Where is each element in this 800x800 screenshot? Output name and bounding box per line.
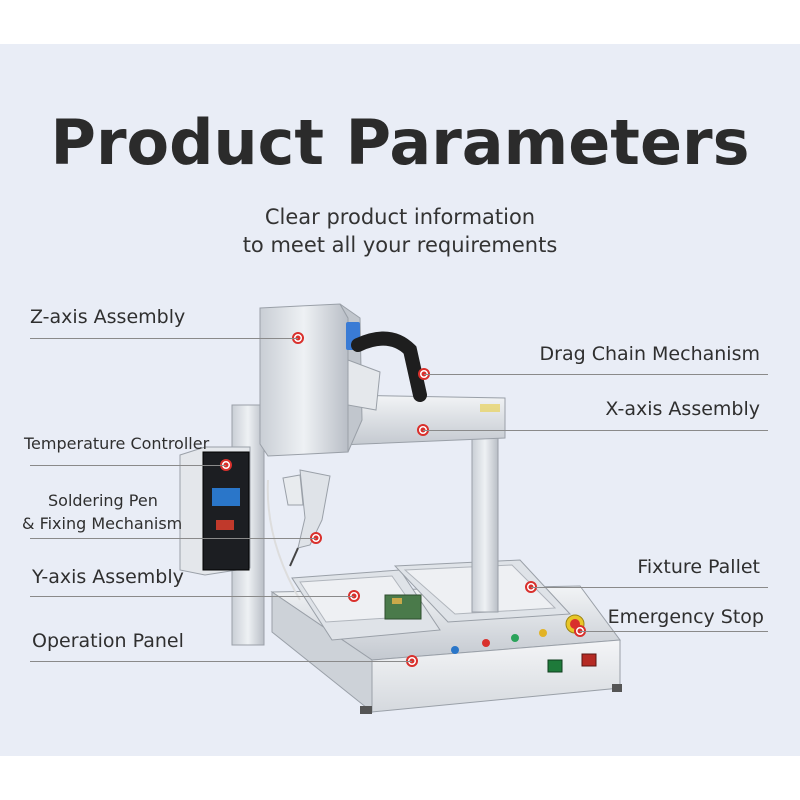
leader-line-soldering-pen xyxy=(30,538,316,539)
operation-panel-buttons xyxy=(451,629,597,673)
subtitle-line-1: Clear product information xyxy=(264,205,536,229)
label-fixture-pallet: Fixture Pallet xyxy=(637,556,760,578)
leader-line-y-axis xyxy=(30,596,354,597)
page-title: Product Parameters xyxy=(50,106,750,179)
label-soldering-pen: Soldering Pen xyxy=(48,491,158,510)
z-axis-block xyxy=(259,303,381,457)
leader-line-z-axis xyxy=(30,338,298,339)
leader-line-fixture-pallet xyxy=(531,587,768,588)
label-fixing-mechanism: & Fixing Mechanism xyxy=(22,514,183,533)
drag-chain xyxy=(351,331,427,402)
temperature-controller-body xyxy=(179,446,251,576)
leader-line-x-axis xyxy=(423,430,768,431)
subtitle-line-2: to meet all your requirements xyxy=(242,233,558,257)
leader-line-operation-panel xyxy=(30,661,412,662)
label-z-axis-assembly: Z-axis Assembly xyxy=(30,306,186,328)
leader-line-drag-chain xyxy=(424,374,768,375)
y-axis-rail xyxy=(291,569,441,641)
label-emergency-stop: Emergency Stop xyxy=(607,606,764,628)
leader-line-emergency-stop xyxy=(580,631,768,632)
leader-line-temp-controller xyxy=(30,465,226,466)
soldering-pen-body xyxy=(266,469,331,601)
label-operation-panel: Operation Panel xyxy=(32,630,184,652)
label-x-axis-assembly: X-axis Assembly xyxy=(605,398,760,420)
right-column xyxy=(471,431,499,613)
label-temperature-controller: Temperature Controller xyxy=(24,434,210,453)
label-drag-chain-mechanism: Drag Chain Mechanism xyxy=(539,343,760,365)
label-y-axis-assembly: Y-axis Assembly xyxy=(32,566,184,588)
